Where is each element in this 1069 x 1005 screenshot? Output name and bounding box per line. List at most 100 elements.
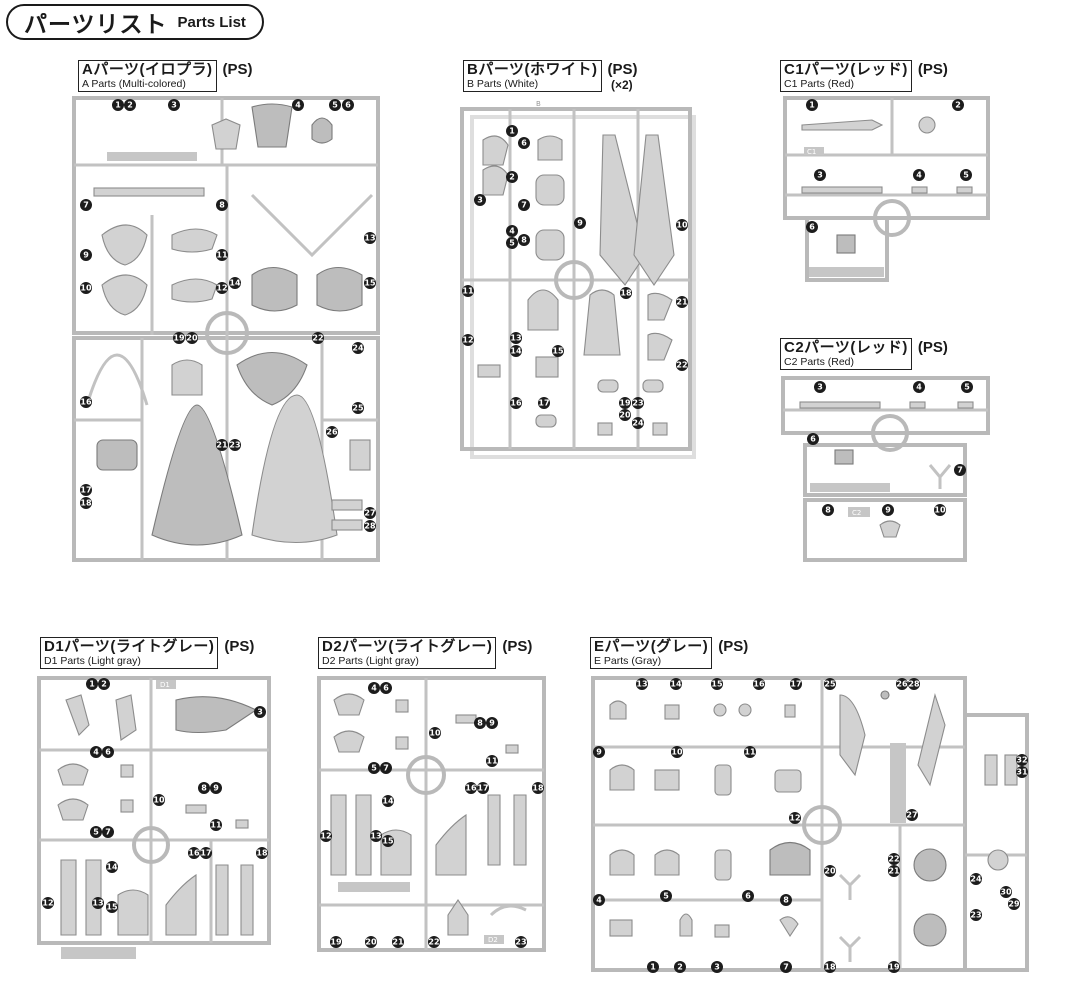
- part-number-badge: 20: [824, 865, 836, 877]
- runner-d2-tag: D2: [488, 936, 498, 944]
- part-number-badge: 7: [102, 826, 114, 838]
- part-number-badge: 19: [619, 397, 631, 409]
- runner-e-material: (PS): [718, 638, 749, 655]
- part-number-badge: 8: [198, 782, 210, 794]
- svg-text:6: 6: [521, 139, 527, 148]
- part-number-badge: 18: [532, 782, 544, 794]
- runner-part-shape: [101, 274, 148, 316]
- part-number-badge: 5: [368, 762, 380, 774]
- part-number-badge: 13: [510, 332, 522, 344]
- svg-text:8: 8: [219, 201, 225, 210]
- part-number-badge: 13: [370, 830, 382, 842]
- part-number-badge: 7: [780, 961, 792, 973]
- runner-part-shape: [654, 849, 680, 876]
- runner-part-shape: [236, 352, 308, 406]
- svg-text:11: 11: [462, 287, 474, 296]
- svg-text:7: 7: [783, 963, 789, 972]
- runner-part-shape: [713, 703, 727, 717]
- part-number-badge: 3: [254, 706, 266, 718]
- runner-part-shape: [913, 848, 947, 882]
- part-number-badge: 3: [168, 99, 180, 111]
- runner-a-part-numbers: 1 2 3 4 5 6 7 8 9 10 11 12 13 14 15 16 1…: [80, 99, 376, 532]
- part-number-badge: 6: [102, 746, 114, 758]
- svg-text:15: 15: [711, 680, 723, 689]
- part-number-badge: 5: [90, 826, 102, 838]
- part-number-badge: 9: [574, 217, 586, 229]
- part-number-badge: 28: [364, 520, 376, 532]
- runner-part-shape: [482, 135, 509, 166]
- runner-part-shape: [251, 266, 298, 312]
- svg-text:13: 13: [364, 234, 375, 243]
- runner-part-shape: [311, 117, 333, 144]
- svg-text:27: 27: [906, 811, 917, 820]
- svg-text:9: 9: [577, 219, 583, 228]
- svg-text:8: 8: [825, 506, 831, 515]
- runner-d2-part-numbers: 4 5 6 7 8 9 10 11 12 13 14 15 16 17 18 1…: [320, 682, 544, 948]
- svg-text:7: 7: [521, 201, 527, 210]
- part-number-badge: 3: [814, 381, 826, 393]
- part-number-badge: 3: [711, 961, 723, 973]
- runner-a-name-jp: Aパーツ(イロプラ): [82, 61, 213, 78]
- part-number-badge: 27: [906, 809, 918, 821]
- runner-part-shape: [597, 422, 613, 436]
- runner-part-shape: [185, 804, 207, 814]
- part-number-badge: 23: [515, 936, 527, 948]
- part-number-badge: 12: [320, 830, 332, 842]
- part-number-badge: 14: [106, 861, 118, 873]
- runner-b-part-numbers: 1 2 3 4 5 6 7 8 9 10 11 12 13 14 15 16 1…: [462, 125, 688, 429]
- runner-part-shape: [333, 693, 365, 716]
- runner-b-label: Bパーツ(ホワイト)B Parts (White) (PS) (×2): [463, 60, 638, 92]
- runner-c2-material: (PS): [917, 339, 948, 356]
- part-number-badge: 12: [789, 812, 801, 824]
- runner-d2-name-jp: D2パーツ(ライトグレー): [322, 638, 493, 655]
- part-number-badge: 24: [632, 417, 644, 429]
- part-number-badge: 21: [888, 865, 900, 877]
- svg-text:10: 10: [671, 748, 683, 757]
- svg-text:28: 28: [908, 680, 920, 689]
- svg-text:13: 13: [92, 899, 103, 908]
- runner-part-shape: [917, 693, 946, 787]
- runner-part-shape: [956, 186, 973, 194]
- svg-text:22: 22: [428, 938, 439, 947]
- part-number-badge: 16: [753, 678, 765, 690]
- part-number-badge: 15: [106, 901, 118, 913]
- svg-text:15: 15: [106, 903, 118, 912]
- part-number-badge: 3: [474, 194, 486, 206]
- part-number-badge: 22: [888, 853, 900, 865]
- parts-list-header: パーツリスト Parts List: [6, 4, 264, 40]
- part-number-badge: 4: [292, 99, 304, 111]
- part-number-badge: 15: [382, 835, 394, 847]
- part-number-badge: 19: [173, 332, 185, 344]
- svg-text:23: 23: [970, 911, 981, 920]
- svg-text:32: 32: [1016, 756, 1027, 765]
- part-number-badge: 16: [80, 396, 92, 408]
- runner-part-shape: [251, 394, 338, 544]
- runner-part-shape: [714, 764, 732, 796]
- runner-part-shape: [1004, 754, 1018, 786]
- svg-text:11: 11: [486, 757, 498, 766]
- svg-text:18: 18: [620, 289, 632, 298]
- runner-c2-name-jp: C2パーツ(レッド): [784, 339, 908, 356]
- svg-text:6: 6: [809, 223, 815, 232]
- part-number-badge: 19: [330, 936, 342, 948]
- svg-text:5: 5: [371, 764, 377, 773]
- runner-c1-name-jp: C1パーツ(レッド): [784, 61, 908, 78]
- runner-part-shape: [482, 165, 509, 196]
- runner-part-shape: [527, 289, 559, 331]
- runner-c1-diagram: C1 1 2 3 4 5 6: [783, 96, 990, 282]
- part-number-badge: 22: [312, 332, 324, 344]
- svg-text:29: 29: [1008, 900, 1020, 909]
- part-number-badge: 11: [216, 249, 228, 261]
- part-number-badge: 18: [256, 847, 268, 859]
- part-number-badge: 4: [593, 894, 605, 906]
- svg-text:3: 3: [817, 383, 823, 392]
- runner-part-shape: [836, 234, 856, 254]
- part-number-badge: 14: [510, 345, 522, 357]
- svg-text:8: 8: [783, 896, 789, 905]
- runner-c1-label: C1パーツ(レッド)C1 Parts (Red) (PS): [780, 60, 948, 92]
- runner-part-shape: [117, 889, 149, 936]
- svg-text:4: 4: [596, 896, 602, 905]
- runner-c2-tag: C2: [852, 509, 861, 517]
- svg-text:4: 4: [916, 171, 922, 180]
- svg-text:12: 12: [216, 284, 227, 293]
